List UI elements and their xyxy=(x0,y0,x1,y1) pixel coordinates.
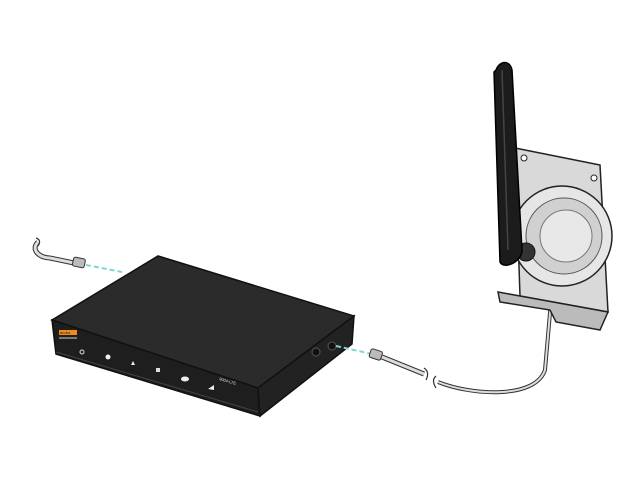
antenna-port xyxy=(311,347,321,357)
bars-led-icon xyxy=(208,385,214,390)
lte-led-icon xyxy=(156,368,160,372)
left-cable xyxy=(32,237,123,273)
status-led-icon xyxy=(105,354,111,360)
brand-label: aruba xyxy=(60,330,71,335)
power-led-icon xyxy=(79,349,85,355)
model-label: 9004-LTE xyxy=(219,376,237,386)
antenna-mount xyxy=(497,147,613,331)
aruba-logo xyxy=(59,330,77,339)
cloud-led-icon xyxy=(181,376,189,382)
signal-led-icon xyxy=(131,361,135,365)
antenna xyxy=(493,61,523,266)
gateway-device: 9004-LTE aruba xyxy=(50,255,356,418)
antenna-cable xyxy=(335,289,554,395)
